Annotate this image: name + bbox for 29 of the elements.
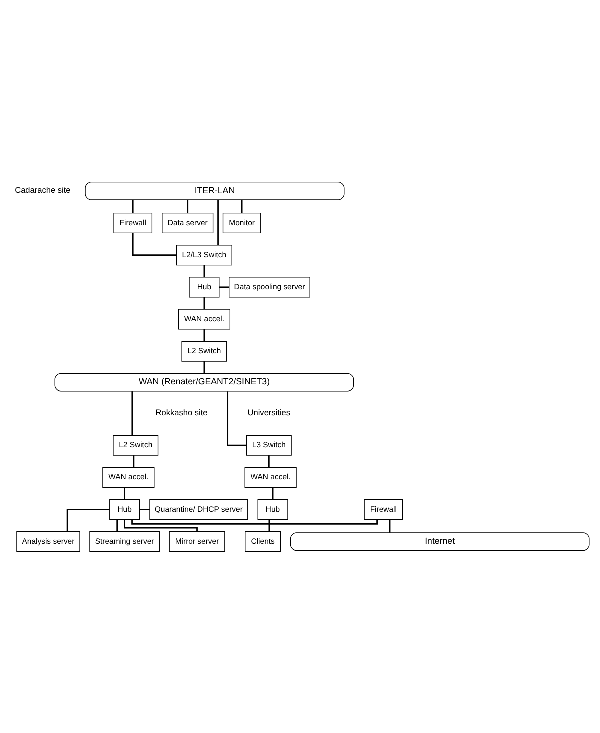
connector xyxy=(132,233,177,256)
connector xyxy=(219,286,230,288)
label: Cadarache site xyxy=(15,185,71,196)
connector xyxy=(140,509,150,510)
connector xyxy=(204,297,206,310)
connector xyxy=(227,392,247,446)
node-box: ITER-LAN xyxy=(85,182,345,200)
connector xyxy=(268,520,270,532)
connector xyxy=(204,362,206,374)
label: Rokkasho site xyxy=(156,407,208,418)
connector xyxy=(218,200,219,246)
connector xyxy=(66,509,110,532)
connector xyxy=(204,329,206,342)
connector xyxy=(204,265,206,278)
connector xyxy=(268,456,270,468)
connector xyxy=(389,520,391,533)
connector xyxy=(132,200,134,214)
connector xyxy=(133,456,135,468)
connector xyxy=(132,520,378,525)
connector xyxy=(116,520,118,532)
connector xyxy=(124,520,198,532)
connector xyxy=(272,488,274,500)
connector xyxy=(132,392,134,436)
node-box: WAN (Renater/GEANT2/SINET3) xyxy=(54,373,354,392)
connector xyxy=(187,200,189,214)
node-box: Internet xyxy=(290,532,590,552)
label: Universities xyxy=(248,407,291,418)
connector xyxy=(241,200,243,214)
connector xyxy=(124,488,126,500)
